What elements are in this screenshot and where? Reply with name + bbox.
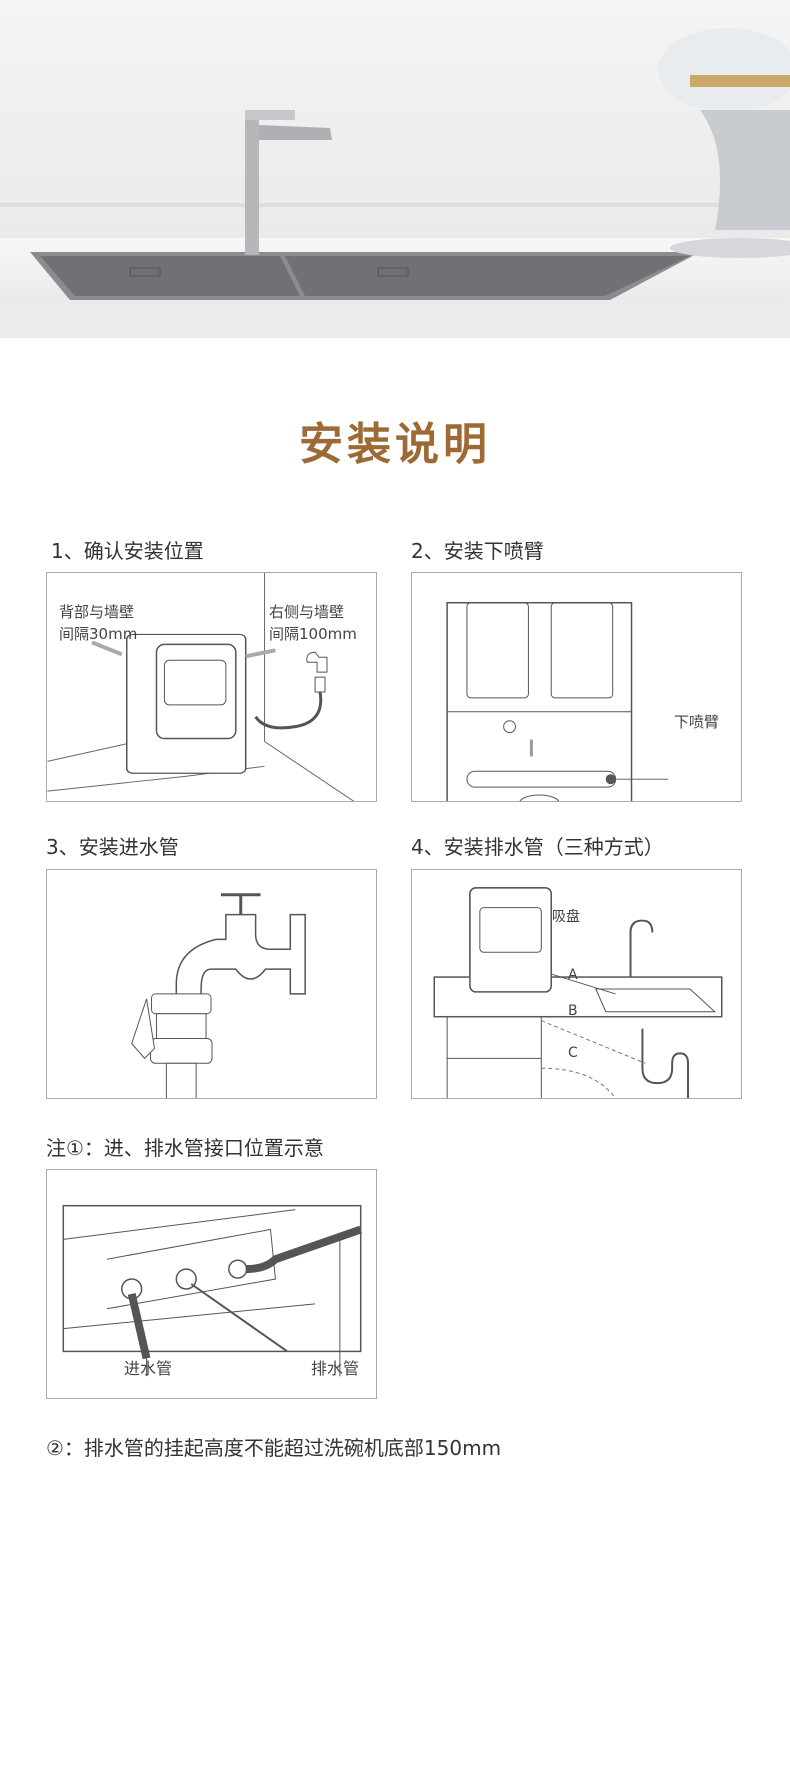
step-4-heading: 4、安装排水管（三种方式）: [411, 835, 664, 859]
side-gap-label-line2: 间隔100mm: [269, 625, 357, 643]
side-gap-label-line1: 右侧与墙壁: [269, 603, 345, 621]
back-gap-label-line1: 背部与墙壁: [59, 603, 135, 621]
note-1-heading: 注①：进、排水管接口位置示意: [46, 1136, 324, 1160]
hero-kitchen-image: [0, 0, 790, 338]
drain-option-b: B: [568, 1003, 578, 1019]
step-2-heading: 2、安装下喷臂: [411, 539, 544, 563]
drain-option-c: C: [568, 1045, 578, 1061]
step-1-heading: 1、确认安装位置: [51, 539, 204, 563]
suction-cup-label: 吸盘: [552, 909, 580, 925]
step-1-illustration: 背部与墙壁 间隔30mm 右侧与墙壁 间隔100mm: [46, 572, 377, 802]
drain-option-a: A: [568, 967, 578, 983]
back-gap-label-line2: 间隔30mm: [59, 625, 138, 643]
inlet-hose-label: 进水管: [124, 1359, 173, 1378]
step-3-heading: 3、安装进水管: [46, 835, 179, 859]
step-3-illustration: [46, 869, 377, 1099]
note-2-text: ②：排水管的挂起高度不能超过洗碗机底部150mm: [46, 1436, 502, 1460]
step-4-illustration: 吸盘 A B C: [411, 869, 742, 1099]
lower-spray-arm-label: 下喷臂: [674, 713, 720, 731]
step-2-illustration: 下喷臂: [411, 572, 742, 802]
page-title: 安装说明: [299, 419, 491, 470]
note-1-illustration: 进水管 排水管: [46, 1169, 377, 1399]
drain-hose-label: 排水管: [311, 1359, 360, 1378]
